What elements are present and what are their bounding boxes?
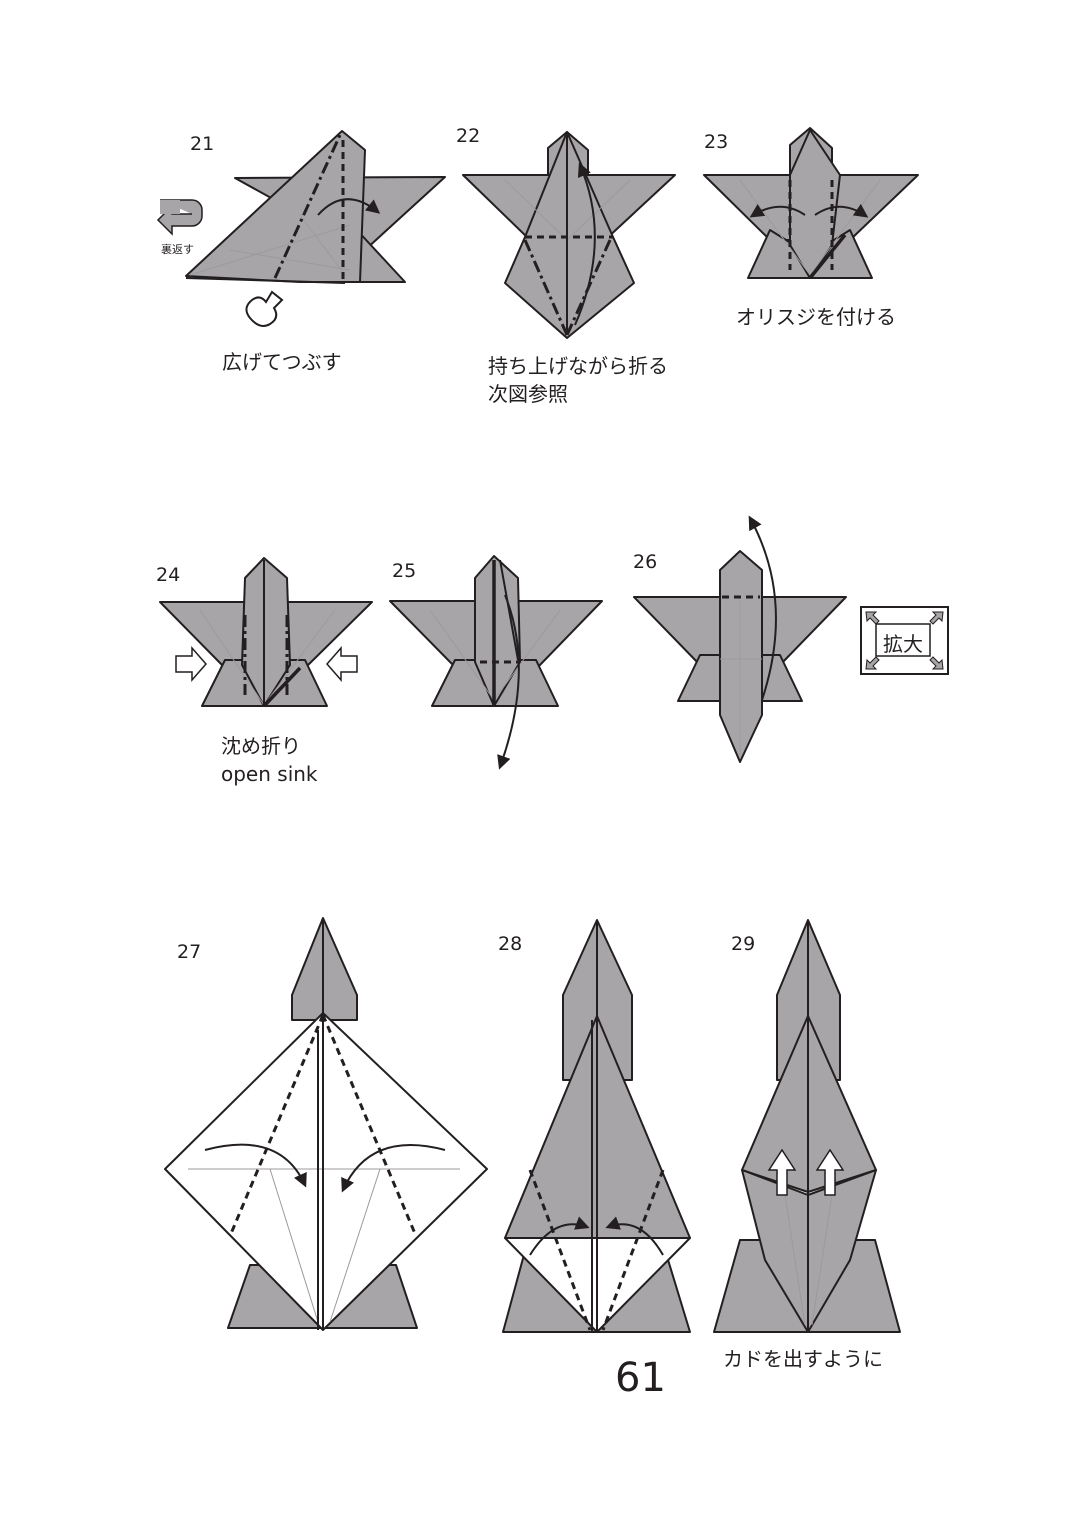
caption-line: 持ち上げながら折る — [488, 354, 668, 378]
step-number: 24 — [156, 564, 181, 586]
step-number: 26 — [633, 551, 658, 573]
step-23-figure — [703, 127, 919, 280]
step-number: 21 — [190, 133, 215, 155]
step-number: 25 — [392, 560, 417, 582]
lift-arrow-icon — [767, 1148, 797, 1196]
caption-line: open sink — [221, 762, 318, 786]
step-number: 22 — [456, 125, 481, 147]
step-24-caption: 沈め折り open sink — [221, 732, 318, 788]
step-number: 29 — [731, 933, 756, 955]
step-26-figure — [633, 515, 847, 763]
caption-line: 広げてつぶす — [222, 350, 342, 374]
step-number: 27 — [177, 941, 202, 963]
turn-over-icon — [156, 199, 203, 236]
step-24-figure — [159, 557, 373, 708]
step-21-figure — [185, 130, 446, 284]
squash-icon — [245, 290, 284, 327]
step-28-figure — [502, 919, 691, 1333]
step-23-caption: オリスジを付ける — [736, 303, 896, 331]
lift-arrow-icon — [815, 1148, 845, 1196]
turn-over-label: 裏返す — [161, 243, 194, 256]
step-25-figure — [389, 555, 603, 770]
step-27-figure — [164, 917, 488, 1331]
caption-line: カドを出すように — [723, 1347, 883, 1371]
step-29-caption: カドを出すように — [723, 1345, 883, 1373]
step-21-caption: 広げてつぶす — [222, 348, 342, 376]
enlarge-icon — [860, 606, 949, 675]
caption-line: 次図参照 — [488, 382, 568, 406]
enlarge-label: 拡大 — [883, 632, 923, 656]
step-29-figure — [713, 919, 901, 1333]
step-number: 28 — [498, 933, 523, 955]
caption-line: オリスジを付ける — [736, 305, 896, 329]
push-arrow-icon — [175, 646, 358, 682]
page-number: 61 — [615, 1355, 666, 1401]
step-number: 23 — [704, 131, 729, 153]
step-22-figure — [462, 131, 676, 339]
step-22-caption: 持ち上げながら折る 次図参照 — [488, 352, 668, 408]
caption-line: 沈め折り — [221, 734, 301, 758]
